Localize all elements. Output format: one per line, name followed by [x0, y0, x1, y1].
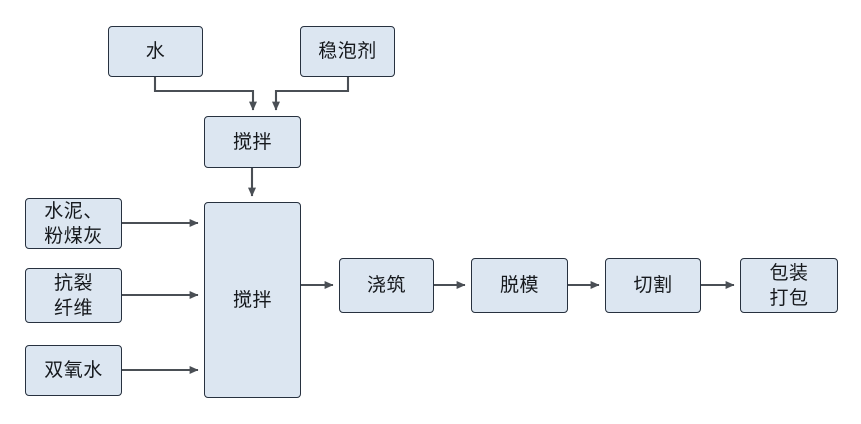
edge-water-to-mix1	[153, 77, 257, 111]
node-foam-agent[interactable]: 稳泡剂	[300, 26, 395, 77]
node-mixing-primary[interactable]: 搅拌	[204, 116, 301, 168]
node-mixing-main[interactable]: 搅拌	[204, 202, 301, 398]
node-cutting[interactable]: 切割	[605, 258, 701, 313]
node-cement-fly-ash[interactable]: 水泥、 粉煤灰	[25, 198, 122, 249]
node-water[interactable]: 水	[108, 26, 203, 77]
node-hydrogen-peroxide[interactable]: 双氧水	[25, 345, 122, 396]
node-anti-crack-fiber[interactable]: 抗裂 纤维	[25, 268, 122, 323]
node-demolding[interactable]: 脱模	[471, 258, 568, 313]
node-packaging[interactable]: 包装 打包	[740, 258, 838, 313]
edge-foam-to-mix1	[272, 77, 350, 111]
node-casting[interactable]: 浇筑	[339, 258, 434, 313]
